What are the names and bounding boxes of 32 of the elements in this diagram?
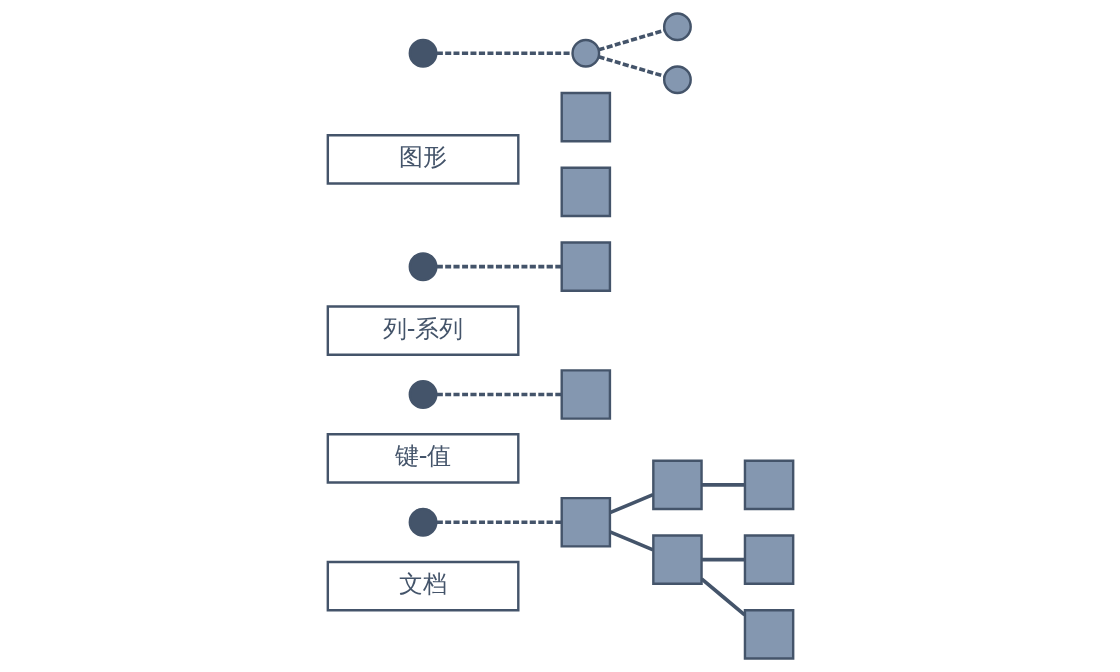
- node-circle: [570, 38, 600, 68]
- node-box: 图形: [326, 134, 519, 185]
- node-box: [651, 459, 703, 511]
- node-box: [560, 496, 611, 548]
- connector: [436, 392, 561, 397]
- node-box: 键-值: [326, 433, 519, 484]
- node-box: [743, 459, 794, 511]
- connector: [436, 520, 561, 525]
- node-circle: [662, 12, 692, 42]
- node-box: 列-系列: [326, 305, 519, 356]
- connector: [597, 28, 665, 52]
- connector: [701, 483, 745, 487]
- connector: [436, 51, 573, 56]
- connector: [699, 577, 746, 617]
- node-box: 文档: [326, 560, 519, 612]
- connector: [436, 264, 561, 269]
- node-box: [560, 241, 611, 292]
- connector: [608, 492, 654, 515]
- node-box: [651, 534, 703, 585]
- connector: [608, 530, 654, 552]
- node-circle: [408, 38, 438, 68]
- connector: [597, 55, 665, 78]
- node-box: [743, 609, 794, 660]
- node-circle: [408, 380, 438, 409]
- node-circle: [662, 65, 692, 95]
- node-circle: [408, 252, 438, 282]
- node-circle: [408, 507, 438, 537]
- node-box: [743, 534, 794, 585]
- node-box: [560, 91, 611, 143]
- node-box: [560, 166, 611, 218]
- node-box: [560, 369, 611, 420]
- connector: [701, 557, 745, 562]
